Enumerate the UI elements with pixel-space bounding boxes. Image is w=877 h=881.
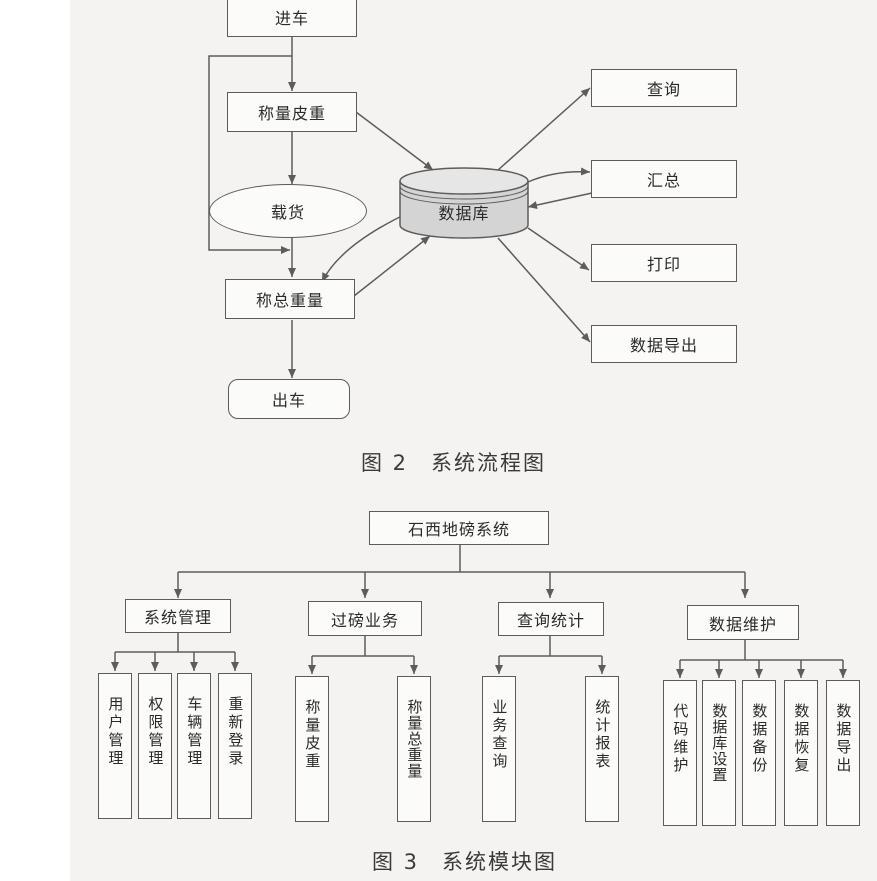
module-leaf-relogin: 重新登录	[218, 673, 252, 819]
module-leaf-vehicle-management: 车辆管理	[177, 673, 211, 819]
flow-node-label: 称量皮重	[257, 104, 326, 123]
flow-node-enter: 进车	[227, 0, 357, 37]
module-group-data-maintenance: 数据维护	[687, 605, 799, 640]
flow-node-export: 数据导出	[591, 325, 737, 363]
flow-node-label: 称总重量	[255, 291, 324, 310]
flow-node-load: 载货	[209, 184, 367, 238]
module-leaf-label: 称量总重量	[405, 699, 424, 779]
flow-node-exit: 出车	[228, 379, 350, 419]
module-leaf-user-management: 用户管理	[98, 673, 132, 819]
module-leaf-data-restore: 数据恢复	[784, 680, 818, 826]
module-leaf-gross-weighing: 称量总重量	[397, 676, 431, 822]
module-root: 石西地磅系统	[369, 511, 549, 545]
module-leaf-permission-management: 权限管理	[138, 673, 172, 819]
module-group-label: 系统管理	[143, 608, 212, 627]
module-leaf-label: 车辆管理	[185, 696, 204, 768]
flow-node-gross: 称总重量	[225, 279, 355, 319]
module-group-label: 查询统计	[516, 611, 585, 630]
module-group-weighing: 过磅业务	[308, 601, 422, 636]
module-leaf-label: 用户管理	[106, 696, 125, 768]
flow-node-summary: 汇总	[591, 160, 737, 198]
flow-node-query: 查询	[591, 69, 737, 107]
module-leaf-tare-weighing: 称量皮重	[295, 676, 329, 822]
module-leaf-label: 数据恢复	[792, 703, 811, 775]
module-leaf-business-query: 业务查询	[482, 676, 516, 822]
flow-node-label: 打印	[646, 255, 681, 274]
module-leaf-database-settings: 数据库设置	[702, 680, 736, 826]
module-leaf-label: 统计报表	[593, 699, 612, 771]
module-leaf-label: 重新登录	[226, 696, 245, 768]
module-root-label: 石西地磅系统	[407, 520, 510, 539]
module-leaf-label: 权限管理	[146, 696, 165, 768]
database-label: 数据库	[438, 204, 490, 223]
module-leaf-label: 业务查询	[490, 699, 509, 771]
module-group-query-stats: 查询统计	[498, 602, 604, 636]
flow-node-print: 打印	[591, 244, 737, 282]
module-leaf-label: 数据导出	[834, 703, 853, 775]
module-leaf-code-maintenance: 代码维护	[663, 680, 697, 826]
module-group-label: 数据维护	[708, 614, 777, 634]
module-leaf-statistics-report: 统计报表	[585, 676, 619, 822]
flow-node-label: 数据导出	[629, 336, 698, 355]
figure-3-caption: 图 3 系统模块图	[372, 850, 558, 874]
module-leaf-label: 称量皮重	[303, 699, 322, 771]
module-leaf-label: 代码维护	[671, 703, 690, 775]
module-leaf-data-export: 数据导出	[826, 680, 860, 826]
flow-node-label: 查询	[646, 80, 681, 99]
module-group-system-management: 系统管理	[125, 599, 231, 633]
flow-node-label: 进车	[274, 9, 309, 28]
database-cylinder	[399, 167, 529, 239]
flow-node-tare: 称量皮重	[227, 92, 357, 132]
flow-node-label: 出车	[271, 391, 306, 410]
flow-node-label: 汇总	[646, 171, 681, 190]
module-leaf-data-backup: 数据备份	[742, 680, 776, 826]
flow-node-label: 载货	[270, 203, 305, 222]
module-leaf-label: 数据库设置	[710, 703, 729, 783]
module-group-label: 过磅业务	[330, 610, 399, 630]
figure-2-caption: 图 2 系统流程图	[361, 451, 547, 475]
module-leaf-label: 数据备份	[750, 703, 769, 775]
